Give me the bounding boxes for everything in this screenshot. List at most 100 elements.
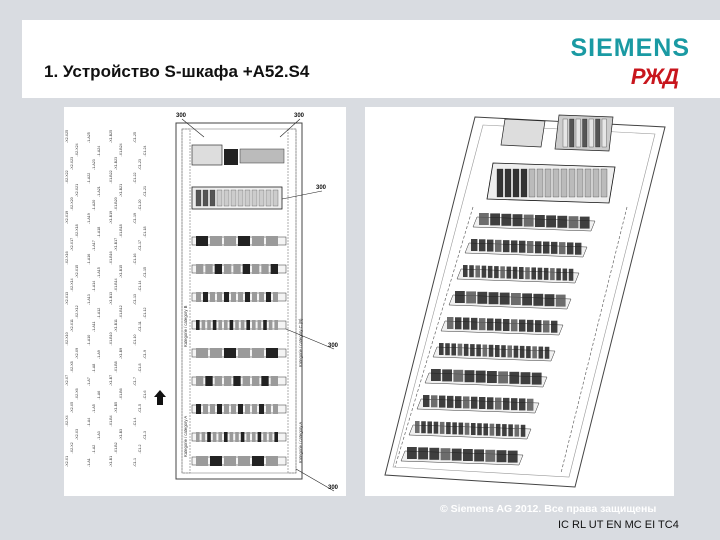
- iso-terminal-block: [429, 447, 440, 460]
- iso-terminal-block: [470, 344, 475, 357]
- terminal-block: [214, 376, 222, 386]
- iso-terminal-block: [464, 370, 475, 383]
- iso-duct-left: [394, 206, 474, 468]
- terminal-block: [210, 456, 222, 466]
- iso-terminal-block: [487, 239, 494, 252]
- iso-terminal-block: [495, 397, 502, 410]
- wire-label: -1-A19: [87, 213, 91, 224]
- wire-label: -C1-12: [143, 308, 147, 319]
- category-rail-label: Kategorie / category A: [298, 422, 303, 463]
- iso-terminal-block: [550, 268, 555, 281]
- wire-label: -X2-X12: [75, 305, 79, 318]
- wire-label: -X2-X3: [75, 429, 79, 440]
- iso-terminal-block: [543, 320, 550, 333]
- wire-label: -1-A3: [97, 431, 101, 440]
- iso-module: [601, 118, 607, 148]
- iso-terminal-block: [500, 266, 505, 279]
- slide-header: 1. Устройство S-шкафа +A52.S4 SIEMENS РЖ…: [22, 20, 720, 98]
- wire-label: -X2-X7: [65, 375, 69, 386]
- terminal-block: [201, 432, 206, 442]
- wire-label: -X1-B16: [109, 251, 113, 264]
- wire-label: -C1-9: [143, 350, 147, 359]
- wire-label: -X2-X10: [65, 332, 69, 345]
- wire-label: -X1-B21: [119, 184, 123, 197]
- wire-label: -X1-B25: [109, 130, 113, 143]
- wire-label: -X1-B22: [109, 170, 113, 183]
- wire-label: -C1-3: [143, 431, 147, 440]
- terminal-block: [224, 376, 232, 386]
- iso-terminal-block: [466, 291, 476, 304]
- iso-terminal-block: [496, 450, 507, 463]
- terminal-block: [196, 348, 208, 358]
- iso-terminal-block: [495, 423, 501, 436]
- iso-terminal-block: [479, 239, 486, 252]
- wire-label: -X1-B1: [109, 456, 113, 467]
- iso-plc-module: [512, 168, 520, 198]
- iso-terminal-block: [477, 423, 482, 436]
- wire-label: -C1-17: [138, 240, 142, 251]
- iso-terminal-block: [535, 215, 545, 227]
- wire-label: -1-A4: [87, 418, 91, 427]
- wire-label: -X2-X20: [70, 197, 74, 210]
- iso-plc-module: [544, 168, 552, 198]
- iso-terminal-block: [520, 424, 526, 437]
- terminal-block: [203, 404, 208, 414]
- iso-terminal-block: [431, 369, 441, 381]
- iso-terminal-block: [499, 292, 510, 305]
- wire-label: -X2-X2: [70, 442, 74, 453]
- wire-label: -X1-B2: [114, 442, 118, 453]
- callout-label: 300: [294, 113, 305, 119]
- iso-terminal-block: [546, 215, 556, 228]
- iso-terminal-block: [533, 293, 544, 306]
- iso-terminal-block: [482, 344, 488, 357]
- terminal-block: [214, 264, 222, 274]
- wire-label: -X1-B17: [114, 238, 118, 251]
- wire-label: -X1-B14: [114, 278, 118, 291]
- wire-label: -1-A7: [87, 377, 91, 386]
- terminal-block: [212, 432, 217, 442]
- wire-label: -C1-21: [143, 186, 147, 197]
- wire-label: -1-A13: [87, 294, 91, 305]
- wire-label: -C1-7: [133, 377, 137, 386]
- terminal-block: [242, 376, 250, 386]
- iso-terminal-block: [469, 265, 474, 278]
- callout-leader: [181, 118, 205, 138]
- terminal-block: [224, 404, 229, 414]
- terminal-block: [274, 320, 278, 330]
- iso-terminal-block: [453, 369, 464, 382]
- iso-terminal-block: [488, 344, 494, 357]
- wire-label: -1-A11: [92, 321, 96, 332]
- document-code: IC RL UT EN MC EI TC4: [558, 519, 679, 531]
- cabinet-isometric-view-drawing: [365, 107, 674, 496]
- iso-terminal-block: [471, 396, 478, 409]
- iso-terminal-block: [455, 317, 462, 330]
- iso-power-supply: [500, 118, 546, 148]
- terminal-block: [218, 432, 222, 442]
- iso-terminal-block: [525, 267, 530, 280]
- wire-label: -C1-4: [133, 418, 137, 427]
- wire-label: -C1-1: [133, 458, 137, 467]
- terminal-block: [235, 432, 239, 442]
- iso-terminal-block: [511, 293, 521, 305]
- iso-terminal-block: [487, 318, 494, 331]
- iso-terminal-block: [487, 397, 494, 410]
- terminal-block: [257, 432, 262, 442]
- iso-terminal-block: [494, 266, 499, 279]
- iso-terminal-block: [440, 448, 451, 461]
- cabinet-front-view-drawing: -X2-X1-X2-X2-X2-X3-X2-X4-X2-X5-X2-X6-X2-…: [64, 107, 346, 496]
- terminal-block: [252, 348, 264, 358]
- terminal-block: [268, 432, 273, 442]
- terminal-block: [217, 292, 222, 302]
- terminal-block: [238, 348, 250, 358]
- iso-terminal-block: [509, 371, 520, 384]
- wire-label: -C1-15: [143, 267, 147, 278]
- iso-terminal-block: [507, 345, 512, 358]
- wire-label: -X1-B8: [114, 361, 118, 372]
- iso-terminal-block: [551, 241, 558, 254]
- wire-label: -1-A10: [87, 335, 91, 346]
- iso-terminal-block: [418, 447, 428, 460]
- iso-terminal-block: [567, 242, 574, 255]
- iso-terminal-block: [559, 242, 566, 255]
- plc-module: [251, 189, 258, 207]
- iso-terminal-block: [519, 398, 526, 411]
